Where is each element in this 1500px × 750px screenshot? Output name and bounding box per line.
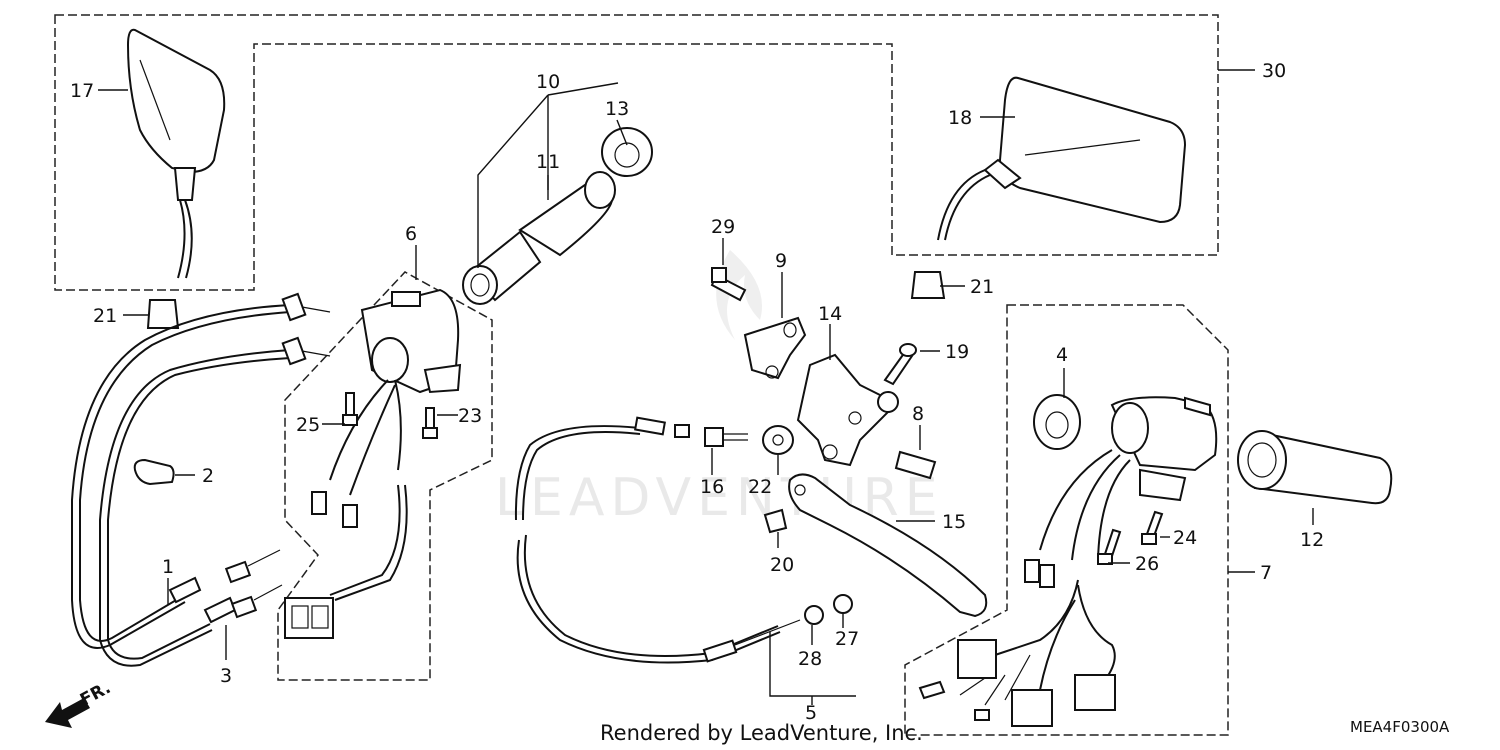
callout-19: 19 xyxy=(945,341,969,363)
callout-11: 11 xyxy=(536,151,560,173)
callout-17: 17 xyxy=(70,80,94,102)
callout-26: 26 xyxy=(1135,553,1159,575)
callout-30: 30 xyxy=(1262,60,1286,82)
callout-labels: 17 18 30 10 11 13 6 21 21 29 9 14 19 8 4… xyxy=(70,60,1324,724)
callout-2: 2 xyxy=(202,465,214,487)
adjuster-nut-22 xyxy=(762,425,794,455)
screw-23-head xyxy=(422,427,438,439)
callout-6: 6 xyxy=(405,223,417,245)
screw-25 xyxy=(345,392,355,416)
callout-1: 1 xyxy=(162,556,174,578)
callout-24: 24 xyxy=(1173,527,1197,549)
clutch-lever xyxy=(788,473,988,618)
screw-24-head xyxy=(1141,533,1157,545)
callout-20: 20 xyxy=(770,554,794,576)
callout-9: 9 xyxy=(775,250,787,272)
callout-28: 28 xyxy=(798,648,822,670)
callout-3: 3 xyxy=(220,665,232,687)
callout-10: 10 xyxy=(536,71,560,93)
diagram-code: MEA4F0300A xyxy=(1350,718,1450,736)
callout-12: 12 xyxy=(1300,529,1324,551)
callout-29: 29 xyxy=(711,216,735,238)
front-direction-indicator: FR. xyxy=(45,678,114,728)
lever-holder xyxy=(743,316,807,380)
screw-25-head xyxy=(342,414,358,426)
nut-27 xyxy=(833,594,853,614)
left-grip xyxy=(1237,430,1393,505)
bolt-29-head xyxy=(711,267,727,283)
right-mirror xyxy=(937,76,1187,241)
callout-18: 18 xyxy=(948,107,972,129)
right-switch-housing xyxy=(1024,396,1218,588)
left-mirror-cap xyxy=(146,299,180,329)
cable-clamp xyxy=(133,458,175,486)
throttle-grip-assembly xyxy=(462,171,616,305)
front-arrow-icon xyxy=(45,698,90,728)
callout-5: 5 xyxy=(805,702,817,724)
screw-26-head xyxy=(1097,553,1113,565)
screw-24 xyxy=(1145,510,1164,538)
grip-collar xyxy=(601,127,653,177)
left-mirror xyxy=(126,28,226,279)
callout-4: 4 xyxy=(1056,344,1068,366)
right-mirror-cap xyxy=(910,271,946,299)
left-switch-group-boundary xyxy=(277,271,493,681)
nut-28 xyxy=(804,605,824,625)
bolt-19-head xyxy=(899,343,917,357)
right-switch-group-boundary xyxy=(904,304,1229,736)
bolt-20 xyxy=(763,508,788,534)
clutch-cable xyxy=(514,416,801,664)
callout-25: 25 xyxy=(296,414,320,436)
callout-21-right: 21 xyxy=(970,276,994,298)
callout-16: 16 xyxy=(700,476,724,498)
adjuster-16 xyxy=(704,427,724,447)
collar-ring xyxy=(1033,394,1081,450)
right-switch-harness xyxy=(918,579,1116,727)
leader-lines xyxy=(98,69,1314,705)
throttle-cables xyxy=(71,292,331,667)
lever-bracket xyxy=(796,353,892,467)
rendered-by-credit: Rendered by LeadVenture, Inc. xyxy=(600,721,923,745)
callout-8: 8 xyxy=(912,403,924,425)
callout-21-left: 21 xyxy=(93,305,117,327)
callout-15: 15 xyxy=(942,511,966,533)
watermark-flame-icon xyxy=(716,250,762,340)
callout-13: 13 xyxy=(605,98,629,120)
left-switch-housing xyxy=(360,288,462,394)
callout-7: 7 xyxy=(1260,562,1272,584)
callout-27: 27 xyxy=(835,628,859,650)
clutch-switch xyxy=(894,450,937,480)
mirror-group-boundary xyxy=(54,14,1219,291)
screw-26 xyxy=(1103,528,1122,558)
screw-23 xyxy=(425,407,435,429)
callout-22: 22 xyxy=(748,476,772,498)
callout-14: 14 xyxy=(818,303,842,325)
callout-23: 23 xyxy=(458,405,482,427)
